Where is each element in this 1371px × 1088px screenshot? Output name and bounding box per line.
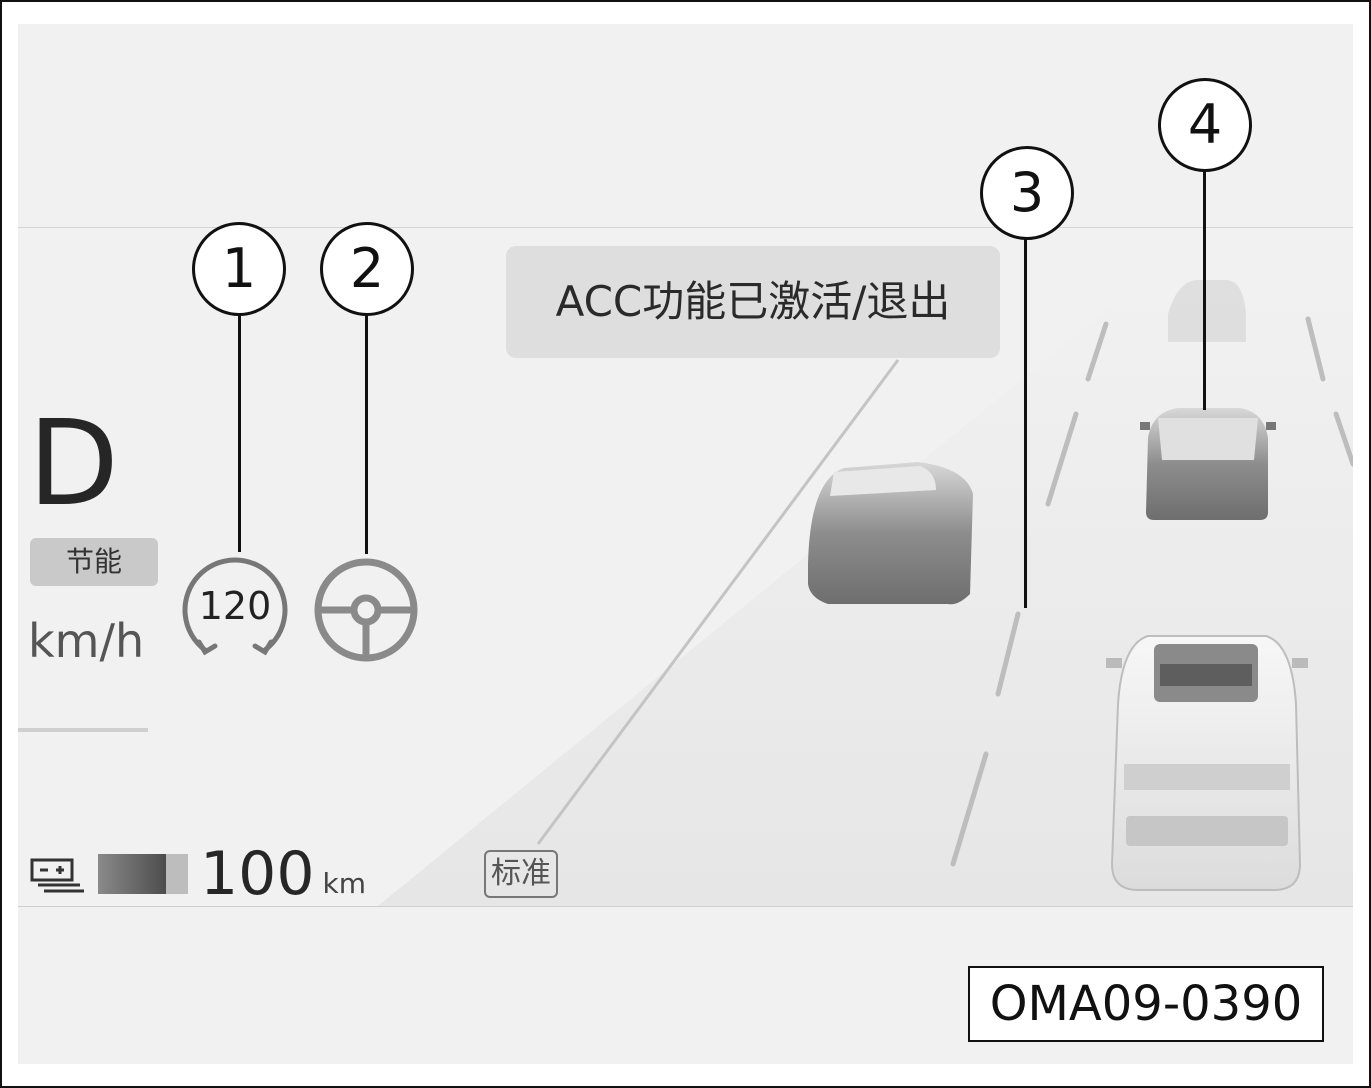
callout-4-leader — [1203, 168, 1206, 410]
callout-3: 3 — [980, 146, 1074, 240]
acc-set-speed-value: 120 — [198, 584, 272, 628]
divider-bottom — [18, 906, 1353, 907]
callout-3-leader — [1024, 236, 1027, 608]
cut-in-vehicle — [808, 462, 973, 605]
callout-4: 4 — [1158, 78, 1252, 172]
battery-level-bar — [98, 854, 188, 894]
steering-wheel-icon — [312, 556, 420, 664]
gear-indicator: D — [28, 394, 119, 532]
acc-status-message: ACC功能已激活/退出 — [506, 246, 1000, 358]
callout-1-leader — [238, 312, 241, 552]
battery-level-empty — [166, 854, 188, 894]
left-divider — [18, 728, 148, 732]
battery-icon — [30, 858, 84, 893]
lead-vehicle — [1140, 408, 1276, 520]
drive-mode-badge: 节能 — [30, 538, 158, 586]
far-vehicle — [1168, 280, 1246, 342]
lane-boundary-left — [536, 359, 900, 845]
divider-top — [18, 227, 1353, 228]
battery-level-fill — [98, 854, 166, 894]
callout-2-leader — [365, 312, 368, 554]
ego-vehicle — [1106, 635, 1308, 891]
lane-lines — [950, 316, 1353, 867]
range-value: 100 — [200, 839, 315, 909]
road-scene — [378, 280, 1353, 906]
driving-style-badge: 标准 — [484, 850, 558, 898]
figure-id: OMA09-0390 — [968, 966, 1324, 1042]
acc-set-speed-icon: 120 — [177, 554, 293, 664]
callout-1: 1 — [192, 222, 286, 316]
instrument-cluster: D 节能 km/h 120 ACC功能已激活/退出 — [18, 24, 1353, 1064]
range-readout: 100 km — [30, 844, 366, 904]
speed-unit: km/h — [28, 614, 145, 668]
range-unit: km — [322, 866, 367, 900]
callout-2: 2 — [320, 222, 414, 316]
